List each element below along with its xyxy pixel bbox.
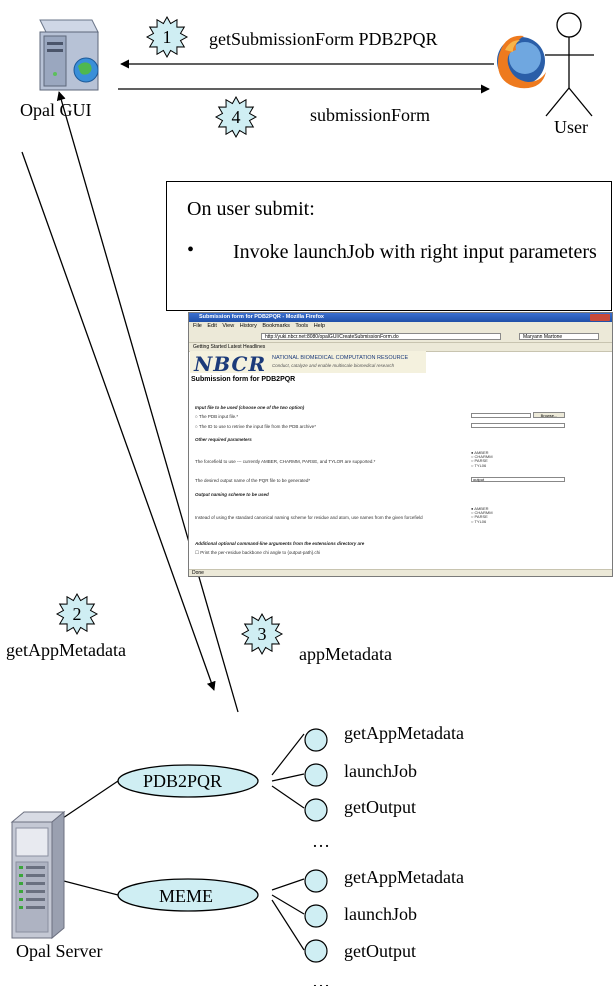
output-name-input[interactable]: output (471, 477, 565, 482)
ellipsis-meme: … (312, 971, 330, 986)
op-label-pdb2pqr-2: launchJob (344, 761, 417, 781)
link-pdb2pqr-op1 (271, 733, 305, 776)
naming-option[interactable]: ○ PARSE (471, 514, 488, 520)
note-title: On user submit: (187, 198, 315, 220)
radio-pdb-id[interactable]: ○ The ID to use to retrive the input fil… (195, 424, 316, 429)
op-circle-pdb2pqr-3 (304, 798, 328, 822)
nbcr-org-name: NATIONAL BIOMEDICAL COMPUTATION RESOURCE (272, 355, 409, 361)
radio-pdb-input-file[interactable]: ○ The PDB input file.* (195, 414, 239, 419)
arrow-app-metadata (56, 91, 239, 713)
step-2-number: 2 (73, 604, 82, 624)
link-meme-op1 (271, 878, 305, 891)
link-meme-op2 (271, 894, 305, 915)
section-additional: Additional optional command-line argumen… (195, 541, 365, 546)
section-required: Other required parameters (195, 437, 252, 442)
link-pdb2pqr-op2 (271, 773, 305, 782)
user-stick-figure-icon (545, 12, 594, 117)
link-meme-op3 (271, 899, 305, 951)
window-controls-icon[interactable] (590, 314, 610, 321)
form-title: Submission form for PDB2PQR (191, 376, 296, 383)
nbcr-banner: NBCR NATIONAL BIOMEDICAL COMPUTATION RES… (190, 351, 426, 376)
forcefield-option[interactable]: ○ TYL06 (471, 462, 487, 468)
naming-option[interactable]: ● AMBER (471, 506, 489, 511)
opal-gui-computer-icon (39, 19, 99, 91)
browser-screenshot: Submission form for PDB2PQR - Mozilla Fi… (188, 312, 613, 577)
section-input-file: Input file to be used (choose one of the… (195, 405, 305, 410)
step-4-starburst (214, 95, 258, 139)
firefox-browser-icon (497, 35, 546, 89)
forcefield-option[interactable]: ○ PARSE (471, 458, 488, 464)
op-label-pdb2pqr-1: getAppMetadata (344, 723, 464, 743)
naming-scheme-label: Instead of using the standard canonical … (195, 515, 423, 520)
pdb-id-input[interactable] (471, 423, 565, 428)
note-bullet: • (187, 239, 195, 261)
op-label-meme-2: launchJob (344, 904, 417, 924)
browser-url-field[interactable]: http://yuki.nbcr.net:8080/opalGUI/Create… (261, 333, 501, 340)
step-3-number: 3 (258, 624, 267, 644)
pdb-file-input[interactable] (471, 413, 531, 418)
app-ellipse-meme (117, 878, 259, 912)
note-text: Invoke launchJob with right input parame… (233, 241, 597, 263)
message-get-submission-form: getSubmissionForm PDB2PQR (209, 29, 438, 49)
browser-window-title: Submission form for PDB2PQR - Mozilla Fi… (199, 314, 324, 320)
browser-status-bar: Done (189, 569, 612, 576)
opal-server-icon (10, 810, 66, 940)
message-app-metadata: appMetadata (299, 644, 392, 664)
output-name-label: The desired output name of the PQR file … (195, 478, 311, 483)
nbcr-tagline: Conduct, catalyze and enable multiscale … (272, 363, 395, 368)
op-label-meme-3: getOutput (344, 941, 416, 961)
opal-gui-label: Opal GUI (20, 100, 92, 120)
app-ellipse-pdb2pqr (117, 764, 259, 798)
step-1-starburst (145, 15, 189, 59)
message-get-app-metadata: getAppMetadata (6, 640, 126, 660)
message-submission-form: submissionForm (310, 105, 431, 125)
app-name-pdb2pqr: PDB2PQR (143, 771, 223, 791)
browser-toolbar: http://yuki.nbcr.net:8080/opalGUI/Create… (189, 331, 612, 343)
chi-checkbox[interactable]: ☐ Print the per-residue backbone chi ang… (195, 550, 321, 555)
browse-button[interactable]: Browse... (533, 412, 565, 418)
step-2-starburst (55, 592, 99, 636)
naming-option[interactable]: ○ CHARMM (471, 510, 493, 516)
browser-menu-bar[interactable]: File Edit View History Bookmarks Tools H… (189, 322, 612, 331)
step-3-starburst (240, 612, 284, 656)
link-pdb2pqr-op3 (271, 785, 305, 809)
naming-radio-group[interactable]: ● AMBER ○ CHARMM ○ PARSE ○ TYL06 (471, 506, 493, 524)
op-label-meme-1: getAppMetadata (344, 867, 464, 887)
arrow-get-app-metadata (21, 151, 216, 691)
user-label: User (554, 117, 588, 137)
submit-note-box: On user submit: • Invoke launchJob with … (166, 181, 612, 311)
link-server-pdb2pqr (59, 780, 119, 821)
forcefield-option[interactable]: ○ CHARMM (471, 454, 493, 460)
step-4-number: 4 (232, 107, 241, 127)
op-circle-meme-3 (304, 939, 328, 963)
step-1-number: 1 (163, 27, 172, 47)
link-server-meme (59, 879, 119, 896)
forcefield-label: The forcefield to use --- currently AMBE… (195, 459, 376, 464)
app-name-meme: MEME (159, 886, 213, 906)
op-circle-pdb2pqr-2 (304, 763, 328, 787)
section-output-naming: Output naming scheme to be used (195, 492, 269, 497)
op-circle-meme-2 (304, 904, 328, 928)
ellipsis-pdb2pqr: … (312, 831, 330, 851)
naming-option[interactable]: ○ TYL06 (471, 518, 487, 524)
forcefield-option[interactable]: ● AMBER (471, 450, 489, 455)
nbcr-logo: NBCR (194, 352, 267, 376)
browser-search-field[interactable]: Maryann Martone (519, 333, 599, 340)
browser-title-bar: Submission form for PDB2PQR - Mozilla Fi… (189, 313, 612, 322)
forcefield-radio-group[interactable]: ● AMBER ○ CHARMM ○ PARSE ○ TYL06 (471, 450, 493, 468)
op-circle-meme-1 (304, 869, 328, 893)
op-label-pdb2pqr-3: getOutput (344, 797, 416, 817)
op-circle-pdb2pqr-1 (304, 728, 328, 752)
opal-server-label: Opal Server (16, 941, 103, 961)
